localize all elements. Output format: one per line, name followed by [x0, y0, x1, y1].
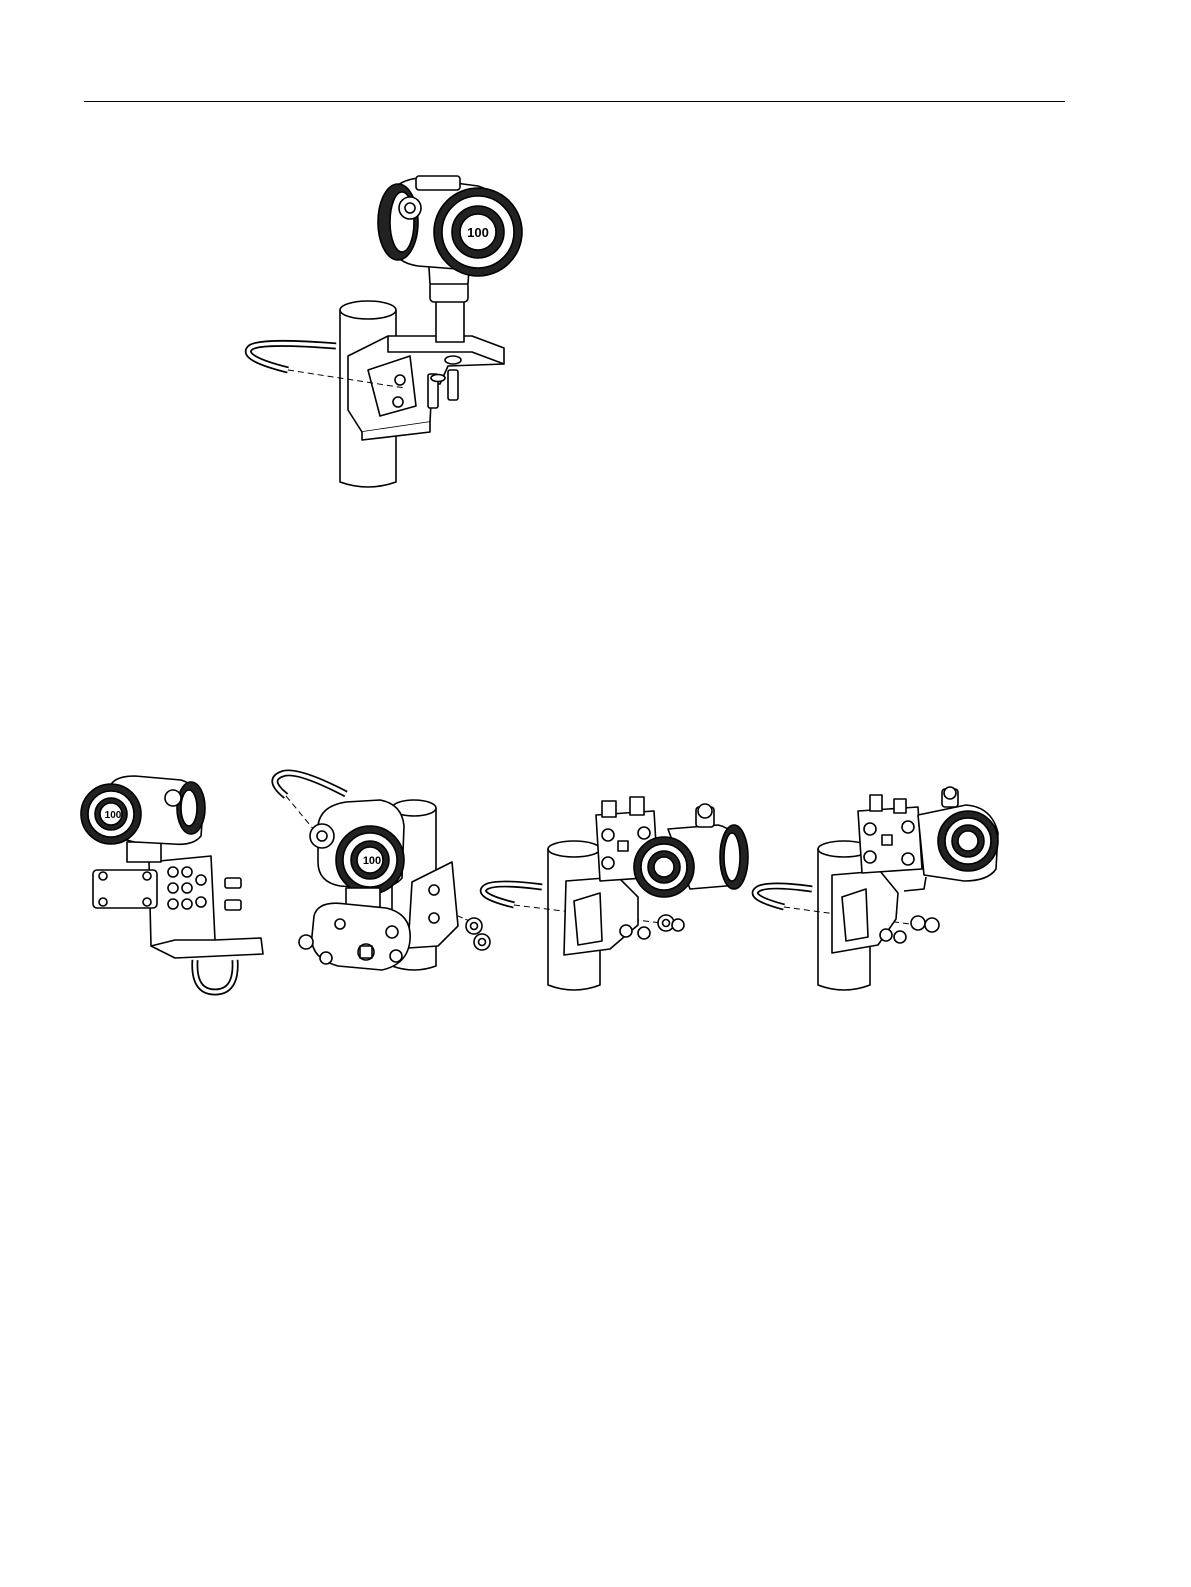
figure-manifold-transmitter-vertical-pipe-b [748, 785, 1018, 995]
figure-manifold-transmitter-vertical-pipe-a [478, 785, 758, 995]
figure-dp-transmitter-horizontal-pipe: 100 [75, 770, 275, 1000]
display-readout: 100 [467, 225, 489, 240]
figure-dp-transmitter-vertical-pipe: 100 [262, 766, 497, 1006]
u-bolt [248, 343, 336, 370]
header-rule [84, 101, 1065, 102]
display-readout: 100 [363, 855, 381, 867]
figure-transmitter-pipe-mount-top: 100 [240, 170, 530, 490]
display-readout: 100 [105, 810, 122, 821]
